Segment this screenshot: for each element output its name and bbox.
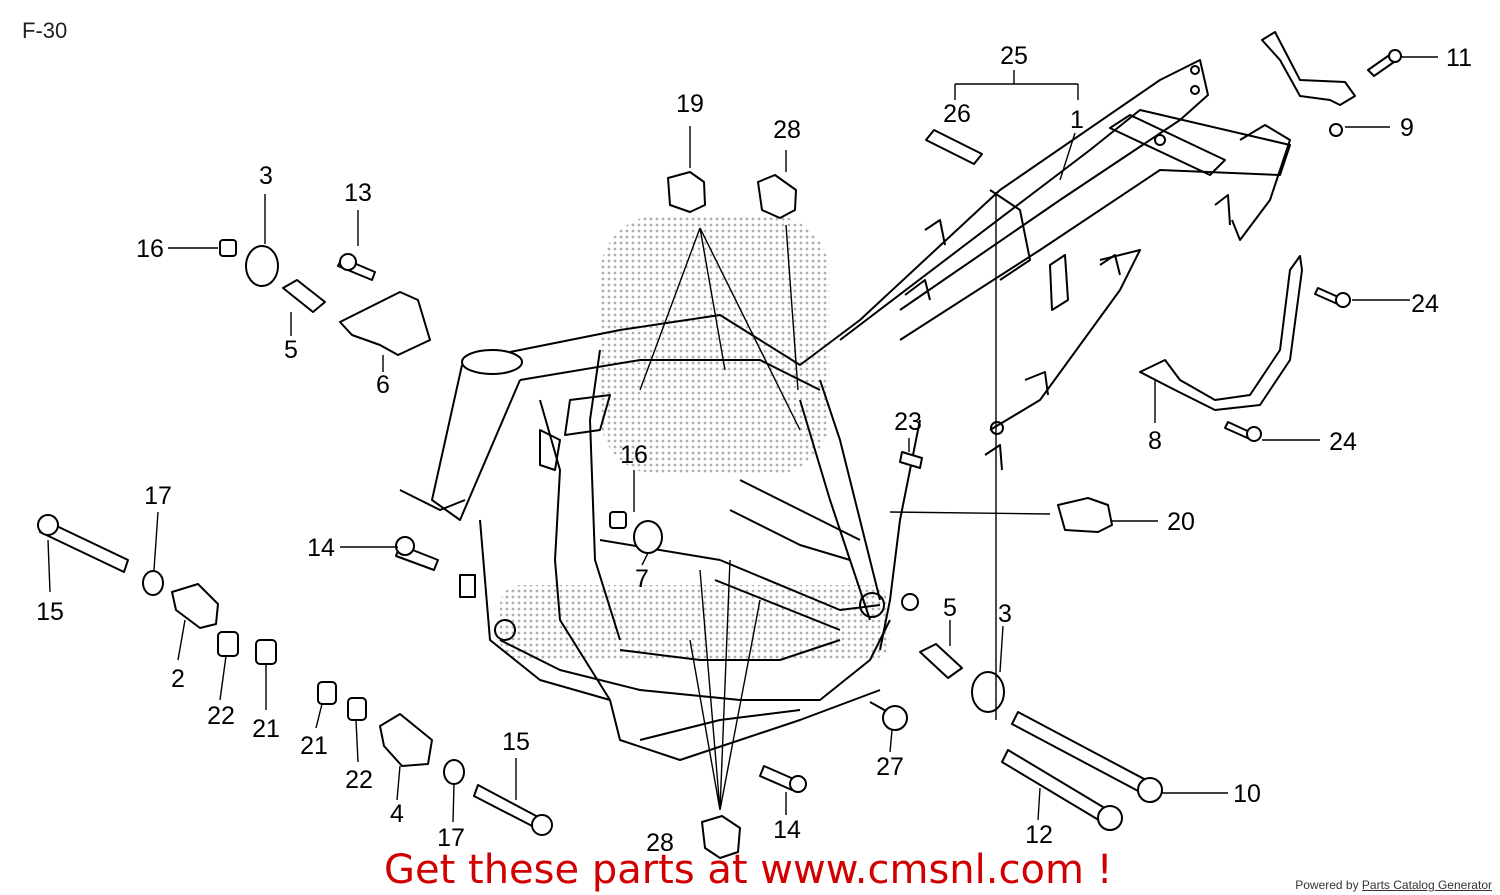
callout-19: 19 (676, 90, 704, 118)
callout-14-lower: 14 (773, 816, 801, 844)
leader-lines (47, 56, 1438, 823)
callout-23: 23 (894, 408, 922, 436)
callout-1: 1 (1070, 106, 1084, 134)
main-frame (399, 59, 1291, 761)
callout-20: 20 (1167, 508, 1195, 536)
callout-28-top: 28 (773, 116, 801, 144)
powered-by-footer: Powered by Parts Catalog Generator (1295, 878, 1492, 892)
parts (37, 31, 1402, 859)
callout-8: 8 (1148, 427, 1162, 455)
callout-3-right: 3 (998, 600, 1012, 628)
callout-16-left: 16 (136, 235, 164, 263)
callout-21-upper: 21 (252, 715, 280, 743)
callout-7: 7 (635, 565, 649, 593)
callouts: 25 26 1 11 9 19 28 3 13 16 5 6 24 8 24 2… (36, 42, 1472, 857)
callout-24-lower: 24 (1329, 428, 1357, 456)
callout-28-bottom: 28 (646, 829, 674, 857)
callout-11: 11 (1446, 44, 1472, 72)
callout-9: 9 (1400, 114, 1414, 142)
callout-5-left: 5 (284, 336, 298, 364)
callout-17-lower: 17 (437, 824, 465, 852)
callout-25: 25 (1000, 42, 1028, 70)
callout-5-right: 5 (943, 594, 957, 622)
background-logo-dots (500, 215, 890, 660)
callout-15-left: 15 (36, 598, 64, 626)
callout-21-lower: 21 (300, 732, 328, 760)
callout-2: 2 (171, 665, 185, 693)
callout-14-left: 14 (307, 534, 335, 562)
callout-6: 6 (376, 371, 390, 399)
callout-27: 27 (876, 753, 904, 781)
callout-17-upper: 17 (144, 482, 172, 510)
callout-22-upper: 22 (207, 702, 235, 730)
callout-12: 12 (1025, 821, 1053, 849)
callout-10: 10 (1233, 780, 1261, 808)
page-code: F-30 (22, 18, 68, 43)
callout-22-lower: 22 (345, 766, 373, 794)
callout-26: 26 (943, 100, 971, 128)
callout-13: 13 (344, 179, 372, 207)
callout-24-upper: 24 (1411, 290, 1439, 318)
generator-link[interactable]: Parts Catalog Generator (1361, 878, 1492, 892)
powered-by-prefix: Powered by (1295, 878, 1362, 892)
promo-link[interactable]: Get these parts at www.cmsnl.com ! (384, 847, 1113, 893)
callout-3-left: 3 (259, 162, 273, 190)
callout-4: 4 (390, 800, 404, 828)
callout-16-middle: 16 (620, 441, 648, 469)
callout-15-lower: 15 (502, 728, 530, 756)
